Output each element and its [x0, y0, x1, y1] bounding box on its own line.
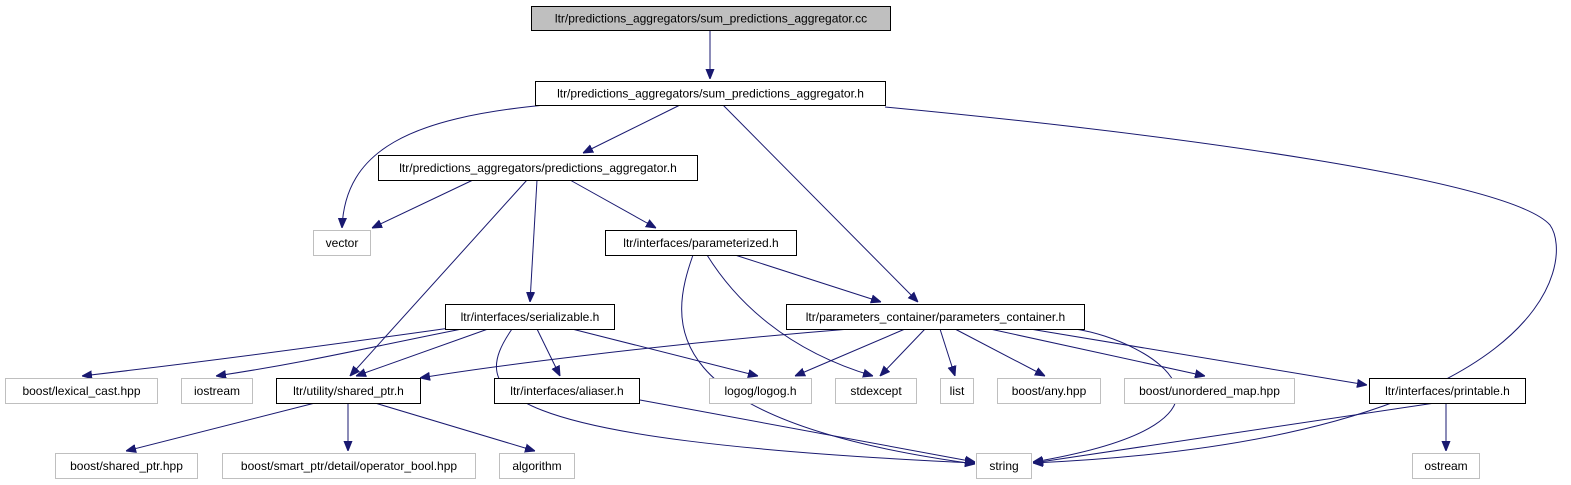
node-label: ltr/predictions_aggregators/predictions_…: [399, 161, 677, 175]
node-box: [605, 230, 797, 256]
node-box: [531, 6, 891, 31]
node-opbool: boost/smart_ptr/detail/operator_bool.hpp: [222, 453, 476, 479]
edge-sptr_h-to-algorithm: [374, 402, 535, 451]
node-string: string: [976, 453, 1032, 479]
node-box: [499, 453, 575, 479]
node-box: [786, 304, 1085, 330]
node-sum_h[interactable]: ltr/predictions_aggregators/sum_predicti…: [535, 81, 886, 106]
edge-sum_h-to-pc_h: [722, 104, 918, 302]
node-box: [835, 378, 917, 404]
node-label: boost/unordered_map.hpp: [1139, 384, 1280, 398]
node-label: list: [950, 384, 965, 398]
node-label: ltr/predictions_aggregators/sum_predicti…: [555, 12, 867, 26]
node-box: [378, 155, 698, 181]
node-stdexcept: stdexcept: [835, 378, 917, 404]
edge-pred_h-to-serial_h: [530, 179, 538, 302]
edge-pred_h-to-param_h: [569, 179, 656, 228]
edge-param_h-to-string: [681, 254, 975, 464]
node-logog: logog/logog.h: [709, 378, 812, 404]
node-box: [709, 378, 812, 404]
node-box: [535, 81, 886, 106]
node-box: [445, 304, 615, 330]
edge-pc_h-to-stdexcept: [880, 328, 926, 376]
edge-pred_h-to-vector: [372, 179, 474, 228]
node-box: [222, 453, 476, 479]
node-aliaser_h[interactable]: ltr/interfaces/aliaser.h: [494, 378, 640, 404]
nodes-layer: ltr/predictions_aggregators/sum_predicti…: [5, 6, 1526, 479]
edge-pc_h-to-sptr_h: [420, 328, 851, 378]
edge-serial_h-to-logog: [571, 328, 758, 376]
node-any: boost/any.hpp: [997, 378, 1101, 404]
node-list: list: [940, 378, 974, 404]
node-pred_h[interactable]: ltr/predictions_aggregators/predictions_…: [378, 155, 698, 181]
node-sptr_h[interactable]: ltr/utility/shared_ptr.h: [276, 378, 421, 404]
edge-pc_h-to-printable_h: [1029, 328, 1367, 385]
node-iostream: iostream: [181, 378, 253, 404]
node-param_h[interactable]: ltr/interfaces/parameterized.h: [605, 230, 797, 256]
node-ostream: ostream: [1412, 453, 1480, 479]
node-umap: boost/unordered_map.hpp: [1124, 378, 1295, 404]
node-label: string: [989, 459, 1018, 473]
node-label: algorithm: [512, 459, 561, 473]
node-bshared: boost/shared_ptr.hpp: [55, 453, 198, 479]
edges-layer: [82, 30, 1557, 464]
node-box: [55, 453, 198, 479]
node-sum_cc: ltr/predictions_aggregators/sum_predicti…: [531, 6, 891, 31]
node-box: [1124, 378, 1295, 404]
node-label: ltr/interfaces/aliaser.h: [510, 384, 623, 398]
node-pc_h[interactable]: ltr/parameters_container/parameters_cont…: [786, 304, 1085, 330]
node-label: stdexcept: [850, 384, 902, 398]
edge-sum_h-to-pred_h: [583, 104, 681, 153]
edge-serial_h-to-iostream: [216, 328, 463, 376]
edge-param_h-to-pc_h: [734, 254, 881, 302]
node-label: boost/lexical_cast.hpp: [22, 384, 140, 398]
edge-aliaser_h-to-string: [639, 399, 975, 462]
node-label: ltr/interfaces/serializable.h: [461, 310, 600, 324]
node-label: ltr/predictions_aggregators/sum_predicti…: [557, 87, 864, 101]
node-box: [976, 453, 1032, 479]
edge-pc_h-to-logog: [795, 328, 906, 376]
node-label: ltr/interfaces/printable.h: [1385, 384, 1510, 398]
edge-serial_h-to-sptr_h: [356, 328, 489, 376]
node-vector: vector: [313, 230, 371, 256]
edge-serial_h-to-aliaser_h: [536, 328, 560, 376]
edge-sum_h-to-vector: [342, 104, 546, 228]
node-box: [494, 378, 640, 404]
edge-param_h-to-stdexcept: [706, 254, 873, 376]
node-printable_h[interactable]: ltr/interfaces/printable.h: [1369, 378, 1526, 404]
edge-serial_h-to-string: [496, 328, 975, 463]
node-box: [1412, 453, 1480, 479]
node-box: [181, 378, 253, 404]
edge-pc_h-to-list: [939, 328, 955, 376]
node-label: ltr/utility/shared_ptr.h: [293, 384, 404, 398]
node-box: [5, 378, 158, 404]
node-box: [313, 230, 371, 256]
node-serial_h[interactable]: ltr/interfaces/serializable.h: [445, 304, 615, 330]
edge-pc_h-to-umap: [989, 328, 1205, 376]
node-box: [997, 378, 1101, 404]
node-label: boost/smart_ptr/detail/operator_bool.hpp: [241, 459, 457, 473]
node-label: ltr/interfaces/parameterized.h: [623, 236, 778, 250]
node-label: logog/logog.h: [724, 384, 796, 398]
edge-pred_h-to-sptr_h: [350, 179, 528, 376]
node-lexical: boost/lexical_cast.hpp: [5, 378, 158, 404]
node-algorithm: algorithm: [499, 453, 575, 479]
node-label: vector: [326, 236, 359, 250]
node-box: [940, 378, 974, 404]
edge-sum_h-to-string: [884, 106, 1557, 463]
edge-sptr_h-to-bshared: [126, 402, 316, 451]
edge-pc_h-to-any: [954, 328, 1045, 376]
node-label: iostream: [194, 384, 240, 398]
node-box: [276, 378, 421, 404]
node-label: ostream: [1424, 459, 1467, 473]
node-label: boost/any.hpp: [1012, 384, 1087, 398]
edge-serial_h-to-lexical: [82, 327, 451, 376]
node-label: ltr/parameters_container/parameters_cont…: [806, 310, 1065, 324]
node-label: boost/shared_ptr.hpp: [70, 459, 183, 473]
edge-printable_h-to-string: [1033, 402, 1436, 463]
node-box: [1369, 378, 1526, 404]
